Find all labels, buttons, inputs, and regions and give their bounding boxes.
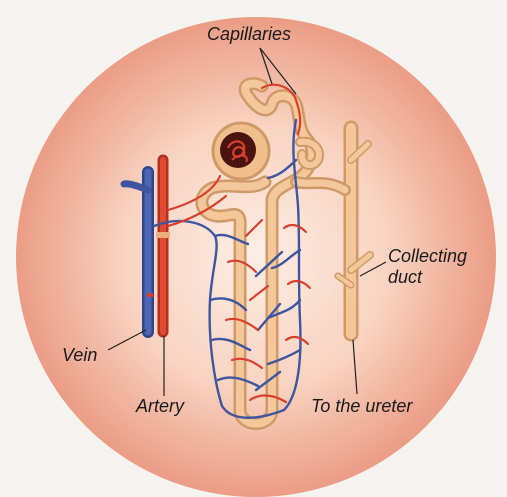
collecting-duct-label-line1: Collecting [388, 246, 467, 267]
glomerulus [213, 123, 269, 179]
vein-label: Vein [62, 345, 97, 366]
collecting-duct-label-line2: duct [388, 267, 467, 288]
to-the-ureter-label: To the ureter [311, 396, 412, 417]
artery-label: Artery [136, 396, 184, 417]
capillaries-label: Capillaries [207, 24, 291, 45]
collecting-duct-label: Collecting duct [388, 246, 467, 287]
